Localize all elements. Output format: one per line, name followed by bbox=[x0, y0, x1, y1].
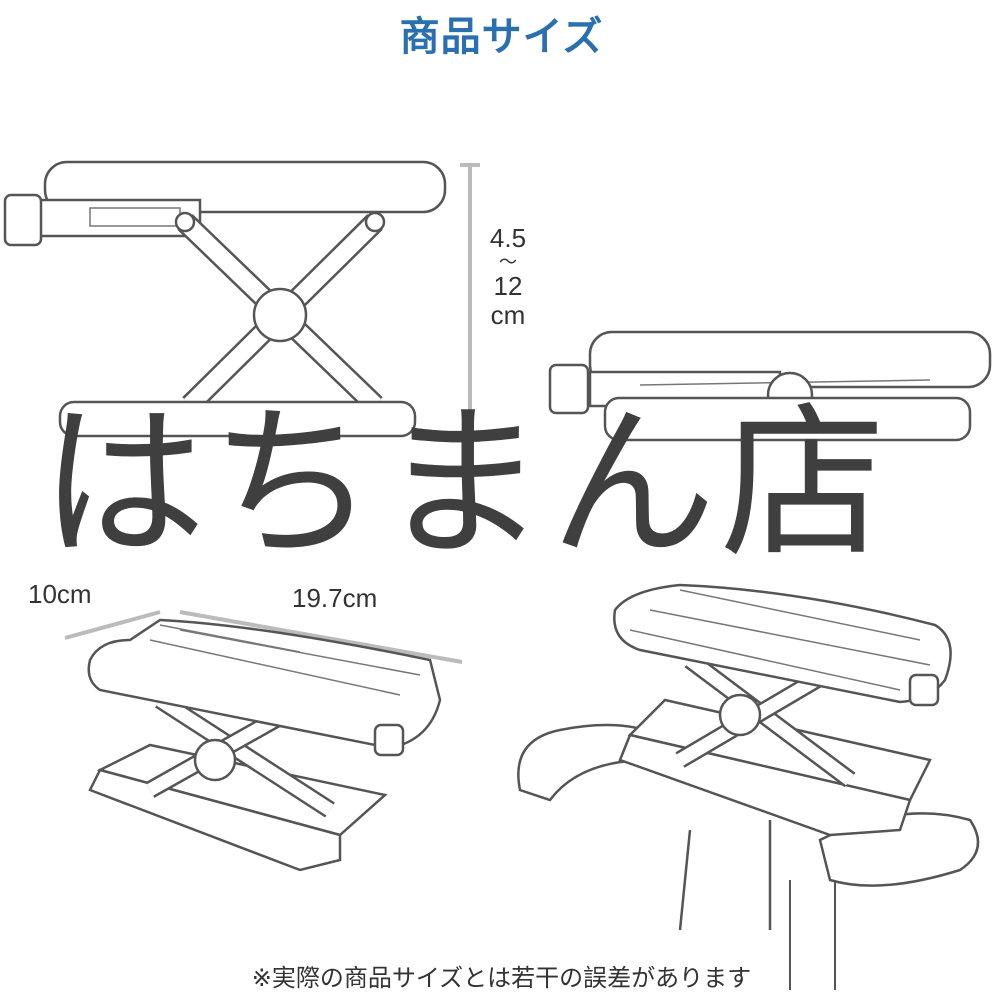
chair-mounted-view bbox=[517, 583, 980, 990]
height-min: 4.5 bbox=[489, 223, 527, 253]
width-dimension-label: 19.7cm bbox=[292, 583, 378, 613]
page-title: 商品サイズ bbox=[399, 14, 604, 60]
depth-dimension-label: 10cm bbox=[28, 579, 92, 609]
knob-icon bbox=[3, 193, 43, 247]
watermark: はちまん店 bbox=[40, 388, 890, 581]
height-range-separator: 〜 bbox=[499, 251, 517, 272]
knob-icon bbox=[373, 723, 405, 757]
height-max: 12 bbox=[493, 271, 523, 302]
perspective-view bbox=[64, 610, 463, 872]
knob-icon bbox=[908, 673, 940, 707]
footer-note: ※実際の商品サイズとは若干の誤差があります bbox=[251, 964, 752, 992]
height-unit: cm bbox=[490, 299, 526, 330]
side-view-lowered bbox=[548, 330, 992, 442]
side-view-raised bbox=[3, 160, 447, 438]
knob-icon bbox=[548, 363, 590, 415]
height-dimension-label: 4.5 〜 12 cm bbox=[483, 224, 533, 330]
